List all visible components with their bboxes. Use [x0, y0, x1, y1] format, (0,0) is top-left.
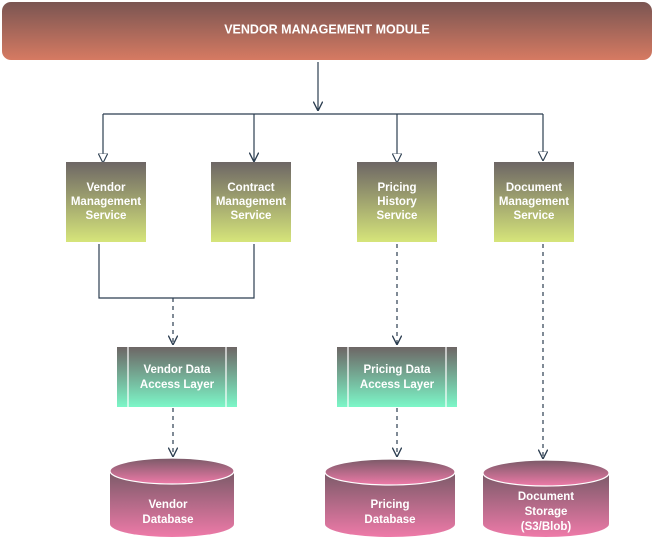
vendor-data-access-layer: Vendor Data Access Layer	[117, 347, 237, 407]
document-storage: Document Storage (S3/Blob)	[482, 459, 610, 537]
service-label-line: Service	[231, 210, 272, 222]
service-label-line: Management	[216, 196, 286, 208]
database-label-line: Database	[142, 514, 193, 526]
service-label-line: Management	[499, 196, 569, 208]
service-document-management: Document Management Service	[494, 162, 574, 242]
service-label-line: Contract	[227, 182, 274, 194]
database-label-line: Database	[364, 514, 415, 526]
service-label-line: History	[377, 196, 417, 208]
access-layer-label-line: Pricing Data	[363, 364, 431, 376]
service-vendor-management: Vendor Management Service	[66, 162, 146, 242]
access-layer-label-line: Access Layer	[360, 379, 435, 391]
service-label-line: Service	[377, 210, 418, 222]
service-pricing-history: Pricing History Service	[357, 162, 437, 242]
database-label-line: Storage	[525, 506, 568, 518]
vendor-contract-merge-line	[98, 244, 255, 299]
service-contract-management: Contract Management Service	[211, 162, 291, 242]
access-layer-label-line: Access Layer	[140, 379, 215, 391]
service-label-line: Management	[71, 196, 141, 208]
connectors	[99, 62, 543, 458]
service-label-line: Service	[86, 210, 127, 222]
database-label-line: Document	[518, 491, 574, 503]
pricing-database: Pricing Database	[324, 458, 456, 537]
service-label-line: Pricing	[378, 182, 417, 194]
service-label-line: Document	[506, 182, 562, 194]
vendor-database: Vendor Database	[109, 457, 235, 537]
service-label-line: Service	[514, 210, 555, 222]
database-label-line: Vendor	[149, 499, 189, 511]
vendor-management-module-header: VENDOR MANAGEMENT MODULE	[2, 2, 652, 60]
pricing-data-access-layer: Pricing Data Access Layer	[337, 347, 457, 407]
header-title: VENDOR MANAGEMENT MODULE	[224, 22, 430, 36]
database-label-line: Pricing	[371, 499, 410, 511]
database-label-line: (S3/Blob)	[521, 521, 572, 533]
service-label-line: Vendor	[87, 182, 127, 194]
access-layer-label-line: Vendor Data	[143, 364, 211, 376]
